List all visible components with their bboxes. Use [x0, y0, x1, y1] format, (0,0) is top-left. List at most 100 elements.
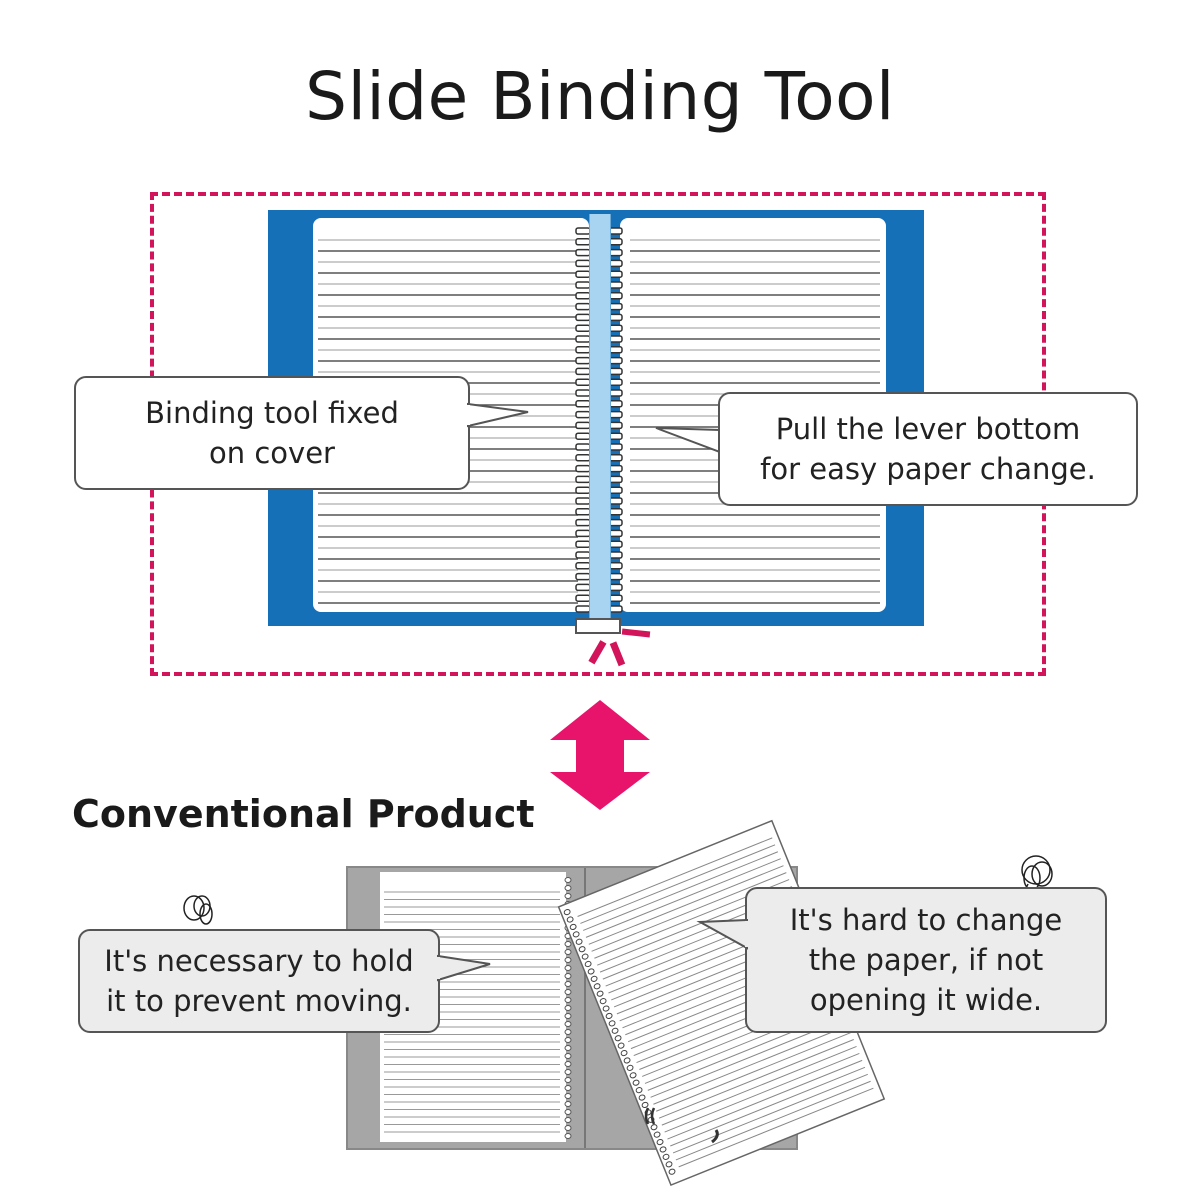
ring [653, 1131, 661, 1138]
ring [608, 1020, 616, 1027]
ring [564, 893, 572, 899]
ring [650, 1124, 658, 1131]
ring [566, 916, 574, 923]
ruled-line [653, 1025, 849, 1105]
callout-binding-fixed: Binding tool fixed on cover [74, 376, 470, 490]
emphasis-mark [588, 640, 607, 665]
ring [564, 1109, 572, 1115]
callout-hard-to-change: It's hard to change the paper, if not op… [745, 887, 1107, 1033]
ring [605, 1012, 613, 1020]
ruled-line [656, 1032, 852, 1112]
ring [564, 989, 572, 995]
ring [569, 923, 577, 931]
ring [564, 1045, 572, 1051]
ring [564, 1037, 572, 1043]
ring [563, 909, 571, 916]
ring [564, 1029, 572, 1035]
ring [659, 1146, 667, 1153]
ring [564, 1125, 572, 1131]
tangled-spiral-icon [183, 895, 213, 925]
ring [611, 1027, 619, 1034]
conventional-heading: Conventional Product [72, 792, 535, 836]
ring [620, 1049, 628, 1057]
ring [572, 931, 580, 938]
ring [581, 953, 589, 960]
ruled-line [672, 1073, 868, 1154]
ring [593, 983, 601, 990]
ring [632, 1079, 640, 1086]
ring [564, 1005, 572, 1011]
ring [564, 957, 572, 963]
ruled-line [577, 837, 773, 917]
ring [564, 1021, 572, 1027]
ring [564, 1117, 572, 1123]
ring [564, 973, 572, 979]
ring [656, 1138, 664, 1146]
ruled-line [591, 872, 787, 952]
ring [564, 997, 572, 1003]
ring [564, 1013, 572, 1019]
conventional-spine [584, 868, 586, 1148]
ring [665, 1161, 673, 1168]
ring [564, 1053, 572, 1059]
ring [564, 949, 572, 955]
binding-rings [575, 227, 623, 613]
ring [641, 1101, 649, 1109]
ring [668, 1168, 676, 1175]
ruled-line [588, 865, 784, 945]
ring [614, 1035, 622, 1042]
ring [617, 1042, 625, 1049]
double-arrow-icon [550, 700, 650, 810]
ring [626, 1064, 634, 1071]
ruled-line [661, 1046, 857, 1126]
ring [584, 960, 592, 968]
callout-text: Pull the lever bottom for easy paper cha… [760, 412, 1096, 486]
ring [596, 990, 604, 997]
ruled-line [670, 1066, 866, 1147]
spiral-rings [563, 909, 676, 1175]
slide-binding-rail [589, 214, 611, 622]
ruled-line [675, 1080, 871, 1161]
ruled-line [667, 1059, 863, 1140]
ring [599, 998, 607, 1005]
ruled-line [580, 844, 776, 924]
ruled-line [582, 851, 779, 931]
callout-pull-lever: Pull the lever bottom for easy paper cha… [718, 392, 1138, 506]
ring [564, 1093, 572, 1099]
ring [587, 968, 595, 975]
ring [575, 938, 583, 945]
callout-hold-notebook: It's necessary to hold it to prevent mov… [78, 929, 440, 1033]
emphasis-mark [609, 641, 626, 667]
motion-mark-icon [711, 1129, 719, 1144]
ruled-line [664, 1052, 860, 1133]
ring [662, 1153, 670, 1160]
callout-text: It's hard to change the paper, if not op… [789, 903, 1063, 1017]
ring [629, 1072, 637, 1079]
ruled-line [658, 1039, 854, 1119]
ring [635, 1087, 643, 1094]
ring [623, 1057, 631, 1064]
page-title: Slide Binding Tool [305, 58, 895, 135]
emphasis-mark [621, 628, 651, 638]
ring [564, 877, 572, 883]
ring [590, 975, 598, 982]
ring [564, 1077, 572, 1083]
ring [564, 941, 572, 947]
ring [564, 1069, 572, 1075]
ring [564, 965, 572, 971]
ring [564, 981, 572, 987]
ring [638, 1094, 646, 1101]
ring [564, 1101, 572, 1107]
ring [578, 946, 586, 953]
motion-mark-icon [644, 1107, 656, 1125]
callout-text: It's necessary to hold it to prevent mov… [104, 944, 414, 1018]
ring [564, 1085, 572, 1091]
ring [564, 885, 572, 891]
ruled-line [678, 1087, 874, 1168]
ring [564, 1061, 572, 1067]
binding-lever [575, 618, 621, 634]
ring [602, 1005, 610, 1012]
